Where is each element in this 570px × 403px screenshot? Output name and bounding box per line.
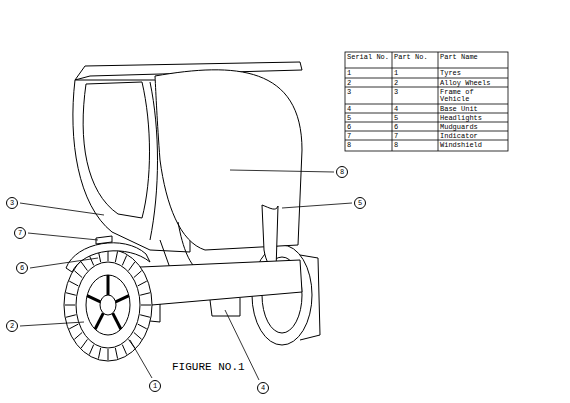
alloy-spoke <box>95 313 103 329</box>
table-cell: Base Unit <box>440 106 478 113</box>
table-cell: 2 <box>394 80 398 87</box>
table-cell: 3 <box>347 89 351 96</box>
table-cell: 1 <box>347 70 351 77</box>
tyre-tread <box>122 255 126 265</box>
table-cell: 7 <box>394 133 398 140</box>
windshield <box>155 70 302 250</box>
callout-number: 2 <box>6 320 18 332</box>
table-cell: Frame of Vehicle <box>440 89 484 104</box>
tyre-tread <box>138 281 147 286</box>
front-wheel <box>64 249 152 361</box>
tyre-tread <box>140 315 150 317</box>
alloy-spoke <box>107 275 110 295</box>
door-opening <box>83 82 149 218</box>
table-cell: Tyres <box>440 70 461 77</box>
callout-number: 5 <box>354 197 366 209</box>
headlight <box>262 205 278 270</box>
callout-number: 3 <box>6 197 18 209</box>
tyre-tread <box>66 293 76 295</box>
tyre-tread <box>74 332 82 339</box>
table-header: Serial No. <box>347 54 389 61</box>
table-header: Part Name <box>440 54 478 61</box>
alloy-spoke <box>113 313 121 329</box>
callout-number: 1 <box>149 380 161 392</box>
tyre-tread <box>134 271 142 278</box>
tyre-tread <box>141 305 151 306</box>
table-cell: 5 <box>394 115 398 122</box>
tyre-tread <box>89 345 93 355</box>
tyre-tread <box>134 332 142 339</box>
parts-table-grid <box>345 52 508 151</box>
tyre-tread <box>108 349 109 360</box>
table-cell: 8 <box>394 142 398 149</box>
tyre-tread <box>81 262 87 271</box>
callout-number: 8 <box>336 166 348 178</box>
callout-number: 7 <box>14 227 26 239</box>
alloy-spoke <box>116 296 129 302</box>
alloy-spoke <box>87 296 100 302</box>
leader-lines <box>20 170 352 380</box>
table-cell: Mudguards <box>440 124 478 131</box>
tyre-tread <box>81 339 87 348</box>
table-cell: 6 <box>347 124 351 131</box>
mudguard <box>66 243 150 272</box>
table-cell: 1 <box>394 70 398 77</box>
table-cell: 7 <box>347 133 351 140</box>
tyre-tread <box>65 305 75 306</box>
tyre-tread <box>140 293 150 295</box>
tyre-tread <box>69 281 78 286</box>
table-cell: Indicator <box>440 133 478 140</box>
tyre-tread <box>69 324 78 329</box>
tyre-tread <box>115 348 117 359</box>
tyre-tread <box>115 251 117 262</box>
table-header: Part No. <box>394 54 428 61</box>
table-cell: 4 <box>347 106 351 113</box>
indicator <box>96 236 112 244</box>
callout-number: 4 <box>257 382 269 394</box>
table-cell: 8 <box>347 142 351 149</box>
table-cell: Headlights <box>440 115 482 122</box>
callout-number: 6 <box>16 262 28 274</box>
figure-caption: FIGURE NO.1 <box>172 362 245 374</box>
table-cell: Windshield <box>440 142 482 149</box>
tyre-tread <box>74 271 82 278</box>
table-cell: 3 <box>394 89 398 96</box>
table-cell: 2 <box>347 80 351 87</box>
tyre-tread <box>122 345 126 355</box>
table-cell: 6 <box>394 124 398 131</box>
tyre-tread <box>98 348 100 359</box>
tyre-tread <box>89 255 93 265</box>
tyre-tread <box>138 324 147 329</box>
table-cell: 4 <box>394 106 398 113</box>
table-cell: Alloy Wheels <box>440 80 490 87</box>
table-cell: 5 <box>347 115 351 122</box>
tyre-tread <box>129 262 135 271</box>
tyre-tread <box>66 315 76 317</box>
